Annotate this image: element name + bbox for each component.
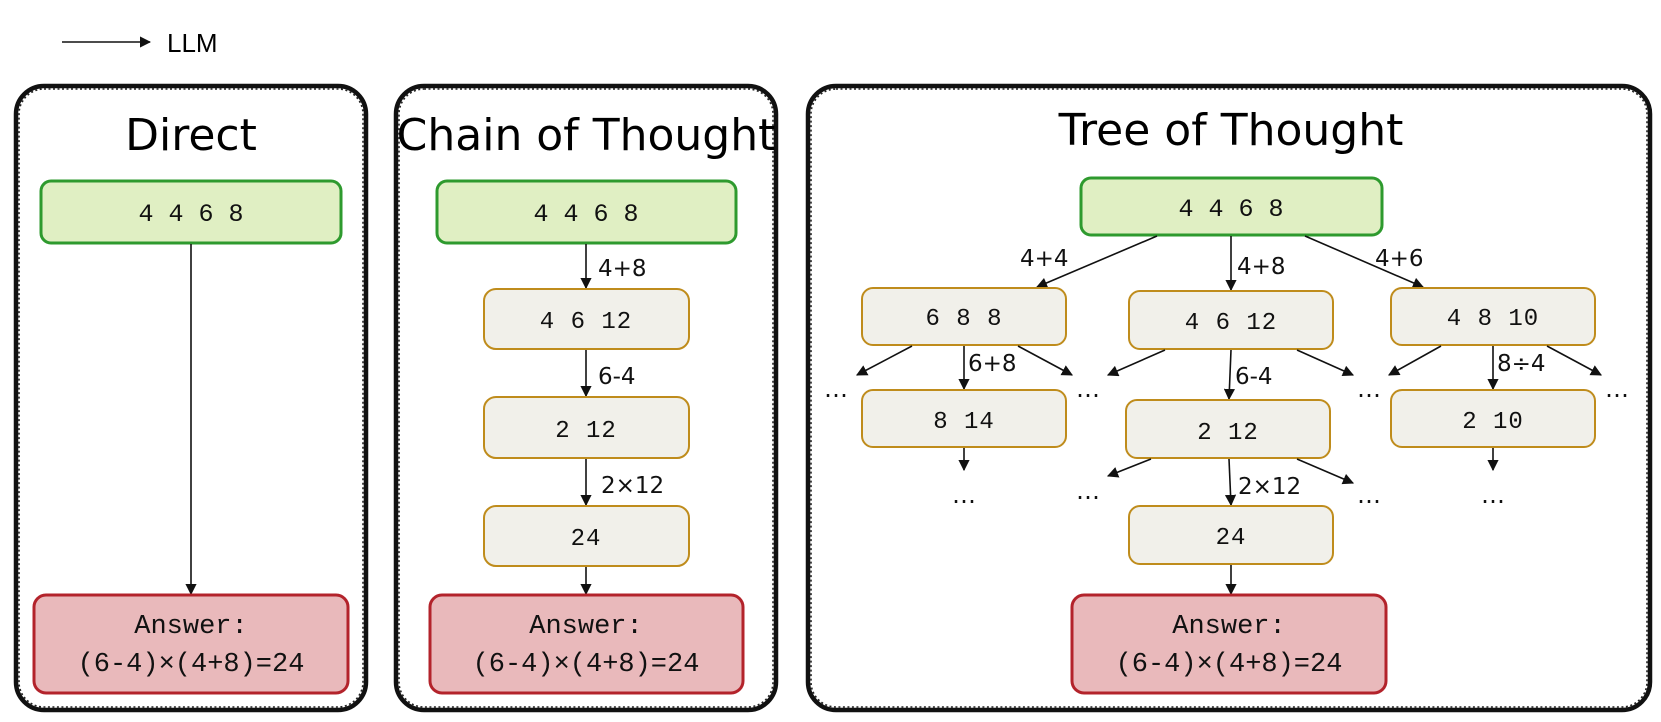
panel-direct-frame [13,83,369,713]
state-numbers-cot-1: 4 6 12 [540,309,632,336]
op-label-tot-left: 4+4 [1020,246,1069,272]
state-box-tot-middle-child [1125,399,1331,459]
state-numbers-tot-middle-grandchild: 24 [1216,525,1247,552]
panel-direct: Direct 4 4 6 8 Answer: (6-4)×(4+8)=24 [13,83,369,713]
state-box-tot-middle-grandchild [1128,505,1334,565]
legend: LLM [62,28,218,58]
state-numbers-tot-middle-child: 2 12 [1197,420,1259,447]
answer-box-direct [32,593,350,695]
answer-label-direct: Answer: [134,612,247,642]
op-label-tot-right: 4+6 [1375,246,1424,272]
input-numbers-cot: 4 4 6 8 [533,200,638,229]
op-label-cot-2: 6-4 [598,364,636,390]
ellipsis-tot-middle-d: … [1357,481,1381,509]
state-numbers-cot-3: 24 [571,526,602,553]
edge-tot-left-ellipsis-b [1017,345,1073,376]
panel-title-direct: Direct [125,110,257,161]
input-numbers-direct: 4 4 6 8 [138,200,243,229]
edge-tot-left-ellipsis-a [856,345,913,376]
panel-title-tot: Tree of Thought [1058,105,1404,156]
answer-box-cot [428,593,745,695]
edge-tot-middle-gc-ellipsis-a [1106,458,1152,478]
answer-box-tot [1070,593,1388,695]
answer-expr-tot: (6-4)×(4+8)=24 [1116,650,1343,680]
state-numbers-tot-right-child: 2 10 [1462,409,1524,436]
state-numbers-tot-left: 6 8 8 [925,306,1002,333]
edge-tot-right-ellipsis-a [1388,345,1442,376]
ellipsis-tot-right-c: … [1481,481,1505,509]
input-box-cot [435,179,738,245]
answer-expr-cot: (6-4)×(4+8)=24 [473,650,700,680]
answer-expr-direct: (6-4)×(4+8)=24 [78,650,305,680]
op-label-tot-right-child: 8÷4 [1497,351,1546,377]
input-box-tot [1079,176,1384,237]
state-box-tot-left-child [861,389,1067,448]
panel-cot: Chain of Thought 4 4 6 8 4+8 4 6 12 6-4 … [393,83,779,713]
state-box-cot-2 [483,396,690,459]
state-box-cot-1 [483,288,690,350]
ellipsis-tot-middle-c: … [1076,477,1100,505]
answer-label-cot: Answer: [529,612,642,642]
edge-tot-right-ellipsis-b [1546,345,1602,376]
ellipsis-tot-left-c: … [952,481,976,509]
state-box-cot-3 [483,505,690,567]
input-box-direct [39,179,343,245]
ellipsis-tot-left-b: … [1076,375,1100,403]
state-box-tot-middle [1128,290,1334,350]
edge-tot-middle-ellipsis-a [1106,349,1166,377]
edge-tot-middle-grandchild [1224,458,1237,507]
panel-title-cot: Chain of Thought [397,110,776,161]
panel-tot-frame-texture [810,88,1648,708]
ellipsis-tot-middle-b: … [1357,375,1381,403]
panel-tot-frame [805,83,1653,713]
edge-tot-root-right [1304,235,1425,289]
ellipsis-tot-right-b: … [1605,375,1629,403]
input-numbers-tot: 4 4 6 8 [1178,195,1283,224]
legend-label: LLM [167,28,218,58]
state-box-tot-right [1390,287,1596,346]
edge-tot-root-left [1035,235,1158,289]
op-label-tot-middle-child: 6-4 [1235,364,1273,390]
answer-label-tot: Answer: [1172,612,1285,642]
op-label-tot-middle-grandchild: 2×12 [1238,474,1301,500]
state-numbers-tot-left-child: 8 14 [933,409,995,436]
op-label-tot-left-child: 6+8 [968,351,1017,377]
edge-tot-middle-ellipsis-b [1296,349,1355,377]
op-label-cot-1: 4+8 [598,256,647,282]
edge-tot-middle-gc-ellipsis-b [1296,458,1355,485]
panel-tot: Tree of Thought 4 4 6 8 4+4 4+8 4+6 6 8 … [805,83,1653,713]
state-numbers-tot-middle: 4 6 12 [1185,310,1277,337]
op-label-tot-middle: 4+8 [1237,254,1286,280]
ellipsis-tot-left-a: … [824,375,848,403]
panel-direct-frame-texture [18,88,364,708]
state-numbers-cot-2: 2 12 [555,418,617,445]
panel-cot-frame-texture [398,88,774,708]
state-numbers-tot-right: 4 8 10 [1447,306,1539,333]
panel-cot-frame [393,83,779,713]
edge-tot-middle-child [1223,349,1236,401]
state-box-tot-left [861,287,1067,346]
state-box-tot-right-child [1390,389,1596,448]
op-label-cot-3: 2×12 [601,473,664,499]
